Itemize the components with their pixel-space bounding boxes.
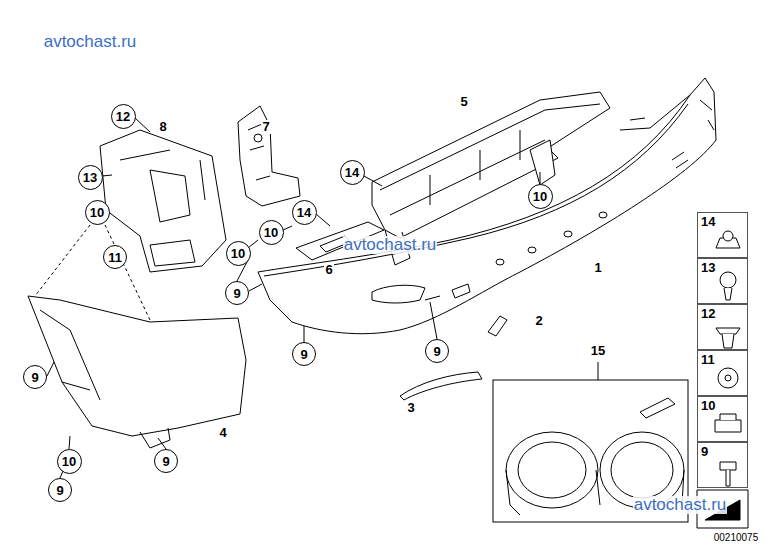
callout-number: 9 xyxy=(701,444,708,459)
part-number: 8 xyxy=(158,120,167,134)
diagram-code: 00210075 xyxy=(713,532,760,543)
callout-circle: 10 xyxy=(57,449,82,474)
fastener-box: 9 xyxy=(697,442,748,488)
part-number: 1 xyxy=(593,261,602,275)
callout-number: 9 xyxy=(162,454,169,469)
callout-number: 14 xyxy=(345,165,359,180)
callout-number: 9 xyxy=(56,483,63,498)
callout-circle: 14 xyxy=(340,160,365,185)
part-number: 15 xyxy=(590,344,606,358)
part-number: 5 xyxy=(459,95,468,109)
callout-number: 10 xyxy=(701,398,715,413)
callout-circle: 12 xyxy=(111,104,136,129)
callout-number: 14 xyxy=(701,214,715,229)
callout-circle: 13 xyxy=(78,165,103,190)
callout-circle: 9 xyxy=(23,365,47,389)
callout-number: 10 xyxy=(62,454,76,469)
part-number: 4 xyxy=(218,426,227,440)
callout-circle: 10 xyxy=(259,220,284,245)
callout-number: 9 xyxy=(233,286,240,301)
callout-circle: 9 xyxy=(292,342,316,366)
part-number: 6 xyxy=(324,263,333,277)
watermark: avtochast.ru xyxy=(633,496,728,515)
callout-number: 9 xyxy=(433,344,440,359)
callout-circle: 11 xyxy=(103,245,127,269)
callout-circle: 9 xyxy=(225,281,249,305)
watermark: avtochast.ru xyxy=(43,33,138,52)
callout-number: 9 xyxy=(31,370,38,385)
callout-number: 10 xyxy=(90,205,104,220)
part-number: 7 xyxy=(261,120,270,134)
part-number: 2 xyxy=(534,314,543,328)
callout-circle: 10 xyxy=(85,200,110,225)
callout-number: 13 xyxy=(83,170,97,185)
callout-number: 12 xyxy=(701,306,715,321)
callout-number: 11 xyxy=(701,352,715,367)
callout-circle: 10 xyxy=(528,184,553,209)
fastener-box: 12 xyxy=(697,304,748,350)
callout-circle: 9 xyxy=(154,449,178,473)
callout-number: 10 xyxy=(533,189,547,204)
callout-circle: 14 xyxy=(292,200,317,225)
fastener-box: 11 xyxy=(697,350,748,396)
fastener-box: 13 xyxy=(697,258,748,304)
part-number: 3 xyxy=(406,401,415,415)
callout-number: 10 xyxy=(264,225,278,240)
callout-number: 10 xyxy=(231,246,245,261)
callout-number: 14 xyxy=(297,205,311,220)
callout-number: 11 xyxy=(108,250,122,265)
callout-circle: 9 xyxy=(48,478,72,502)
fastener-box: 10 xyxy=(697,396,748,442)
fastener-box: 14 xyxy=(697,212,748,258)
callout-number: 9 xyxy=(300,347,307,362)
callout-number: 13 xyxy=(701,260,715,275)
callout-circle: 10 xyxy=(226,241,251,266)
watermark: avtochast.ru xyxy=(343,236,438,255)
callout-number: 12 xyxy=(116,109,130,124)
callout-circle: 9 xyxy=(425,339,449,363)
